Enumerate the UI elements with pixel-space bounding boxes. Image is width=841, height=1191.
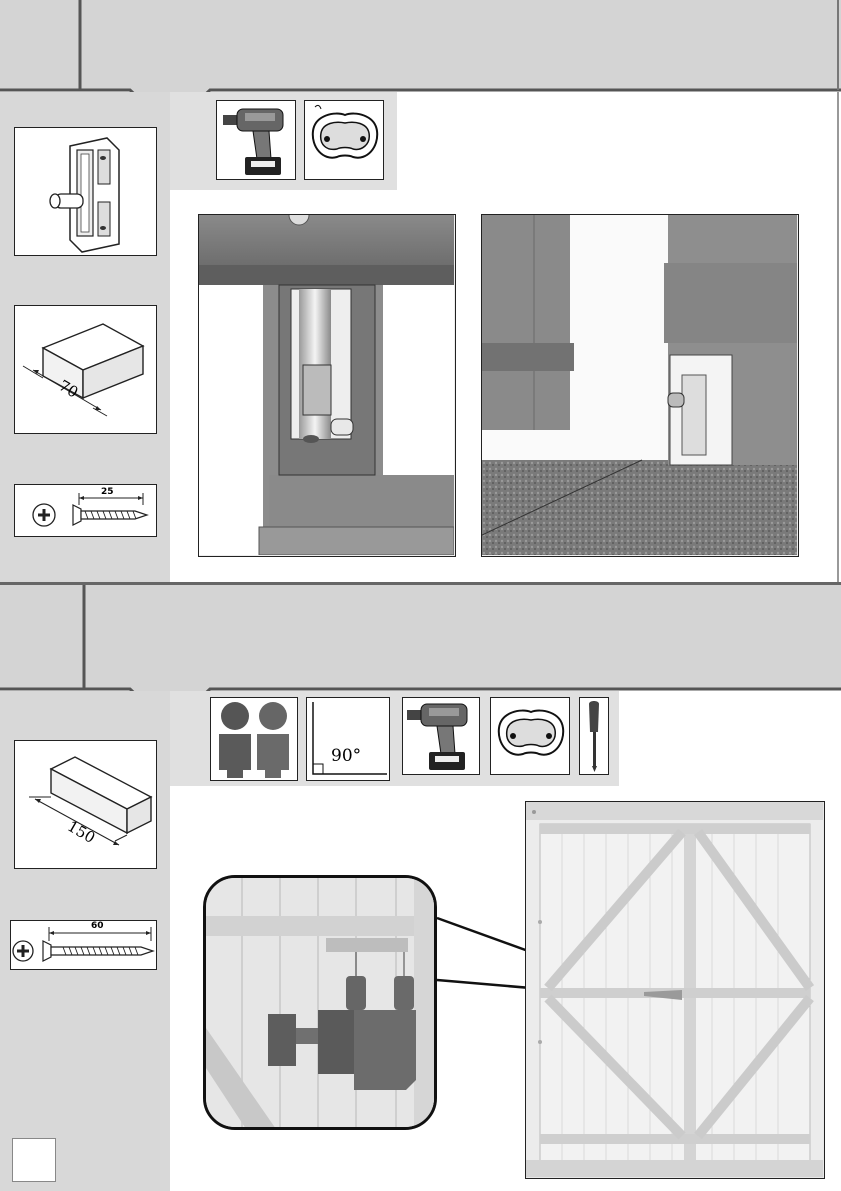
wood-block-70-card: 70 bbox=[14, 305, 157, 434]
page-number-box bbox=[12, 1138, 56, 1182]
screw-60-card: 60 bbox=[10, 920, 157, 970]
screw-icon bbox=[15, 485, 156, 536]
bolt-on-door-photo bbox=[481, 214, 799, 557]
step-1-right-rim bbox=[837, 92, 839, 584]
step-1-tools-panel bbox=[170, 92, 397, 190]
wood-batten-150-card: 150 bbox=[14, 740, 157, 869]
two-person-card bbox=[210, 697, 298, 781]
wood-batten-icon bbox=[15, 741, 156, 868]
screwdriver-card bbox=[579, 697, 609, 775]
barrel-bolt-icon bbox=[15, 128, 156, 255]
cordless-drill-icon bbox=[217, 101, 295, 179]
safety-goggles-icon bbox=[305, 101, 383, 179]
barrel-bolt-card bbox=[14, 127, 157, 256]
step-2-tools-panel: 90° bbox=[170, 691, 619, 786]
right-angle-icon bbox=[307, 698, 389, 780]
right-angle-card: 90° bbox=[306, 697, 390, 781]
screw-length-label: 25 bbox=[101, 487, 114, 497]
screwdriver-icon bbox=[580, 698, 608, 774]
drill-tool-card-2 bbox=[402, 697, 480, 775]
door-bolt-closeup-image bbox=[199, 215, 454, 555]
wood-block-icon bbox=[15, 306, 156, 433]
goggles-tool-card bbox=[304, 100, 384, 180]
clamp-detail-image bbox=[206, 878, 436, 1129]
goggles-tool-card-2 bbox=[490, 697, 570, 775]
bolt-closeup-photo bbox=[198, 214, 456, 557]
angle-label: 90° bbox=[331, 746, 361, 766]
door-bolt-installed-image bbox=[482, 215, 797, 555]
double-door-image bbox=[526, 802, 823, 1177]
screw-25-card: 25 bbox=[14, 484, 157, 537]
two-persons-icon bbox=[211, 698, 297, 780]
cordless-drill-icon bbox=[403, 698, 479, 774]
double-door-photo bbox=[525, 801, 825, 1179]
long-screw-length-label: 60 bbox=[91, 921, 104, 931]
drill-tool-card bbox=[216, 100, 296, 180]
long-screw-icon bbox=[11, 921, 156, 969]
clamp-detail-zoom bbox=[203, 875, 437, 1130]
safety-goggles-icon bbox=[491, 698, 569, 774]
